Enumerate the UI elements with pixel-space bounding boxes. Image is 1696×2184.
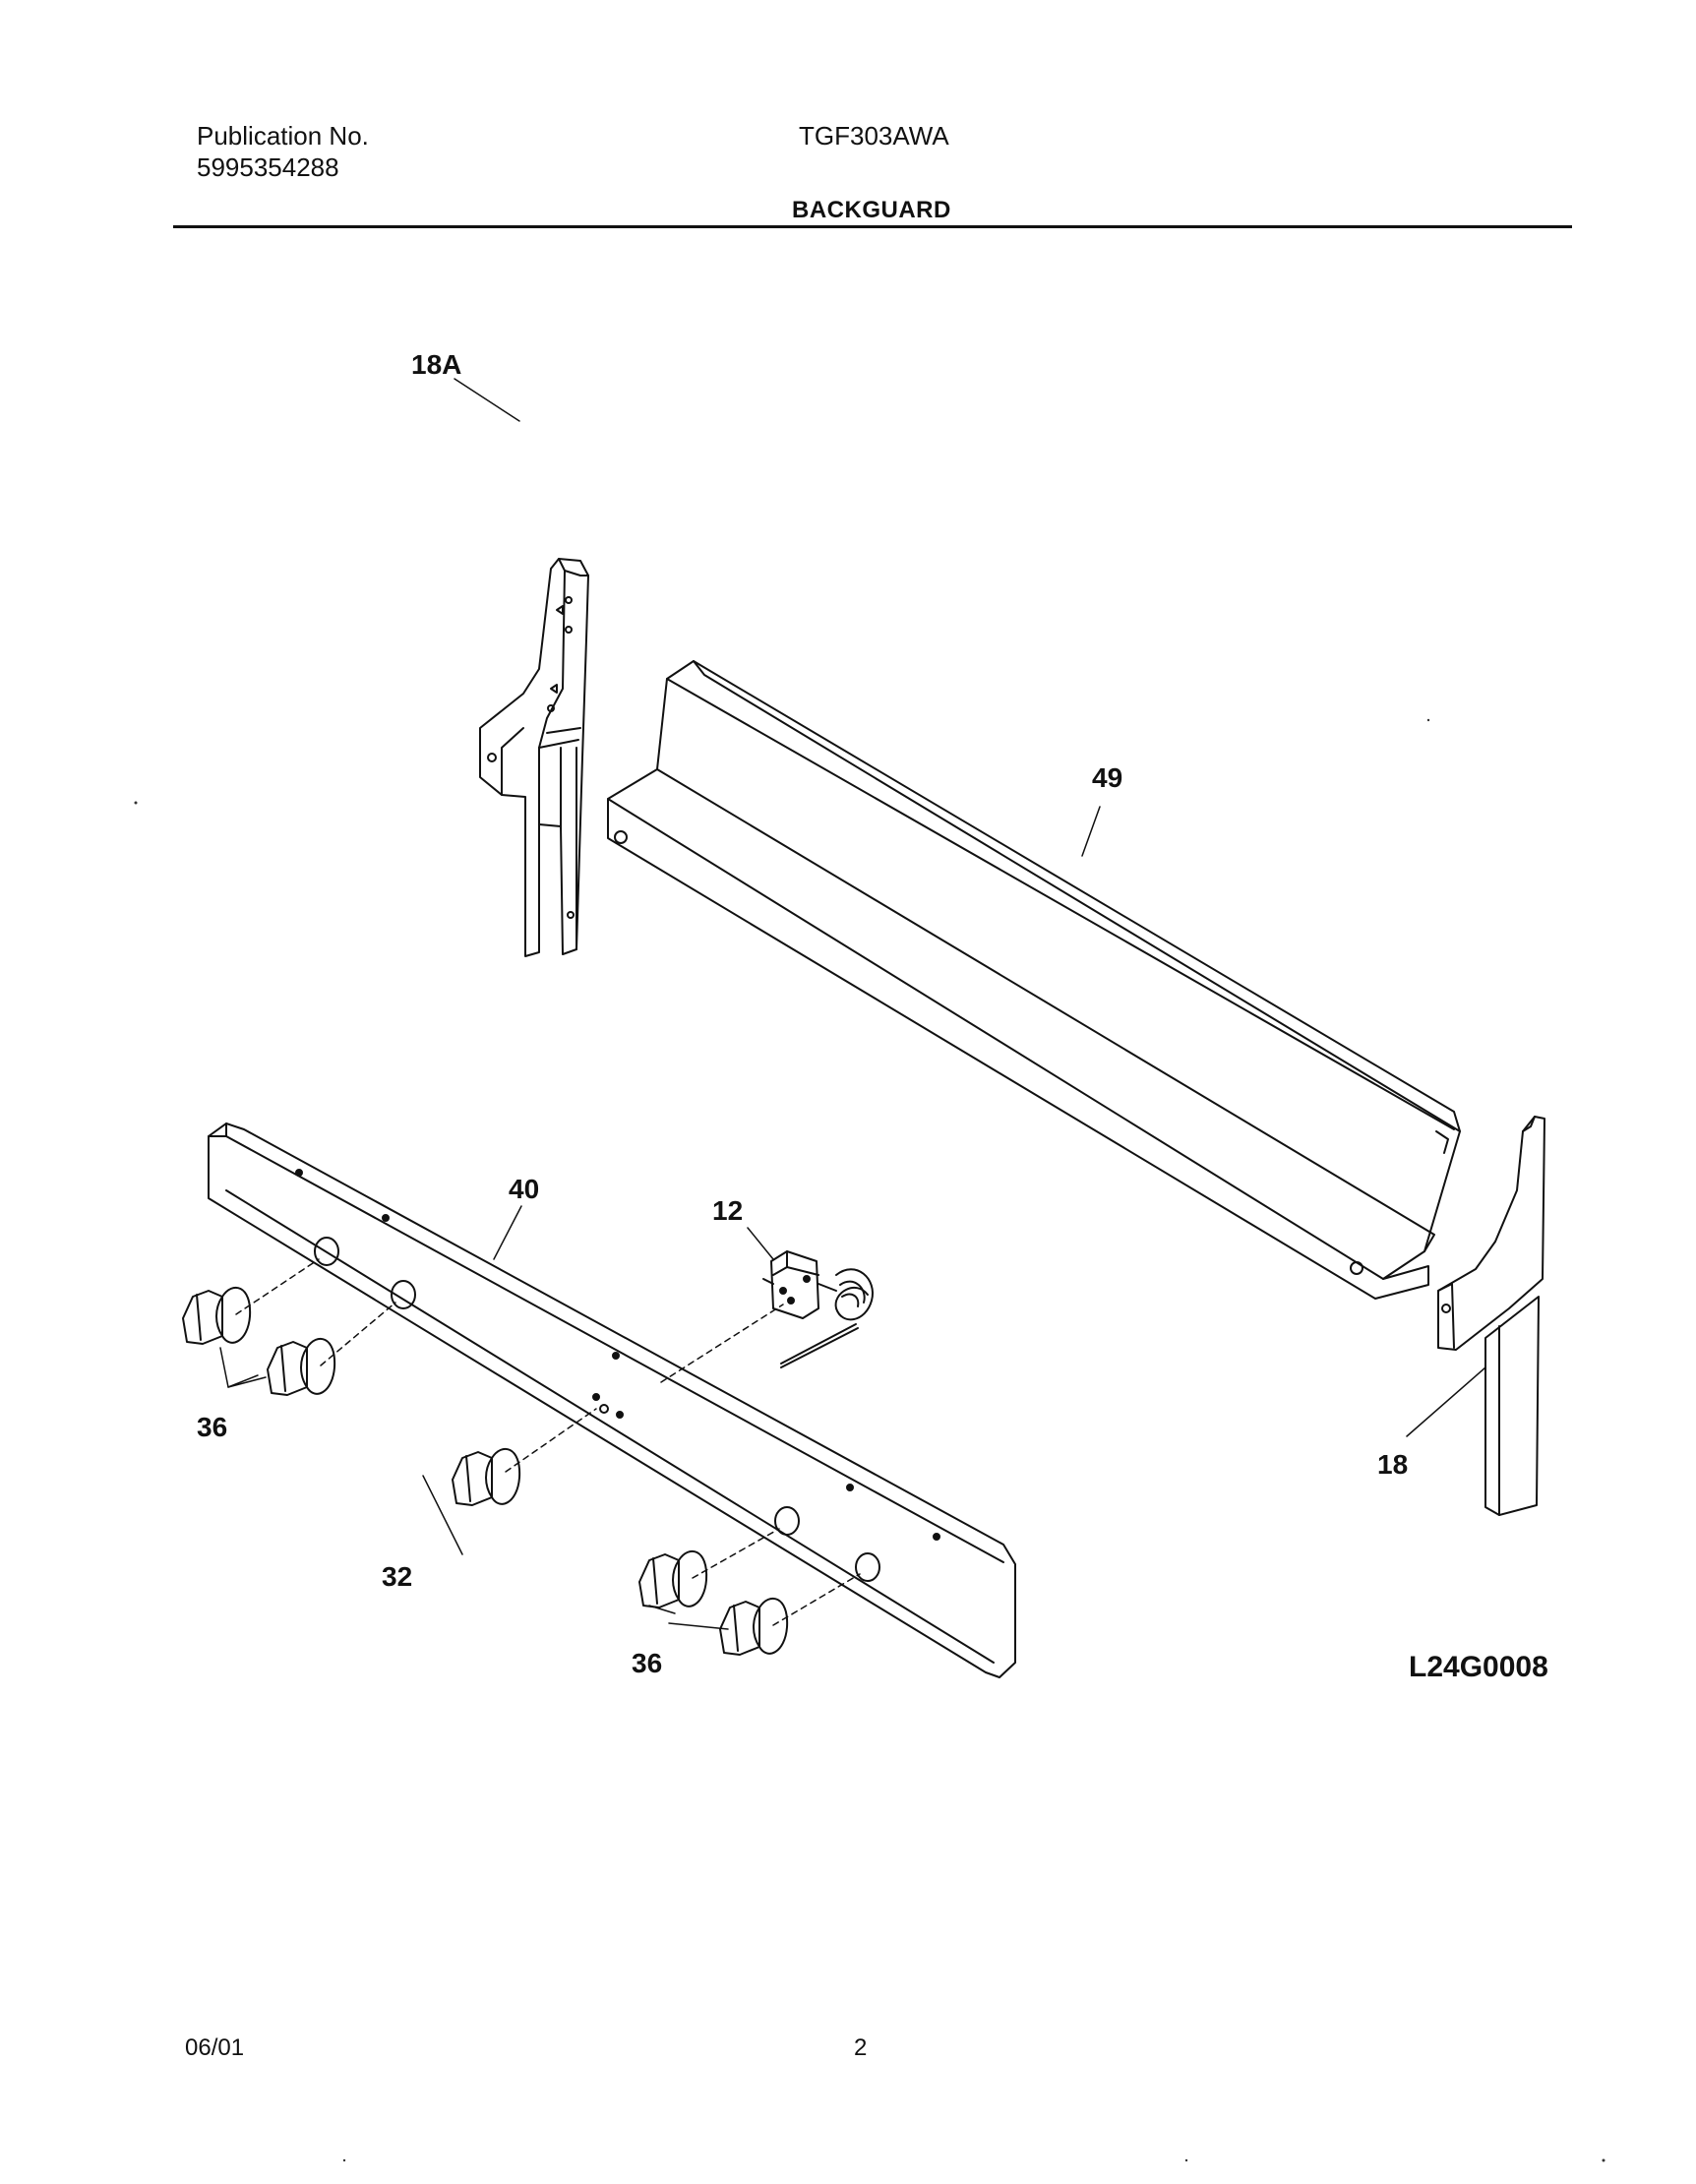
label-40: 40 [509, 1174, 539, 1204]
knob-36-lower-left [267, 1337, 336, 1396]
knob-32-center [452, 1447, 521, 1506]
leader-lines [219, 378, 1486, 1630]
model-number: TGF303AWA [799, 121, 949, 151]
right-end-cap-part [1437, 1116, 1545, 1516]
scan-specks [134, 718, 1605, 2162]
footer-page-number: 2 [854, 2034, 868, 2061]
footer-date: 06/01 [185, 2034, 245, 2061]
publication-label: Publication No. [197, 121, 369, 151]
knob-36-upper-left [182, 1286, 252, 1345]
publication-number: 5995354288 [197, 152, 339, 182]
knob-36-lower-right [719, 1597, 789, 1656]
label-36-right: 36 [632, 1648, 662, 1678]
figure-code: L24G0008 [1409, 1651, 1548, 1683]
label-49: 49 [1092, 762, 1122, 793]
thermostat-switch-part [762, 1250, 874, 1368]
label-18: 18 [1377, 1449, 1408, 1480]
control-panel-part [208, 1122, 1016, 1678]
label-32: 32 [382, 1561, 412, 1592]
label-18a: 18A [411, 349, 461, 380]
header-rule [173, 225, 1572, 228]
label-36-left: 36 [197, 1412, 227, 1442]
section-title: BACKGUARD [792, 197, 951, 223]
backguard-panel-part [607, 660, 1461, 1300]
label-12: 12 [712, 1195, 743, 1226]
left-bracket-part [479, 558, 589, 957]
knob-36-upper-right [638, 1549, 708, 1608]
alignment-lines [235, 1258, 861, 1626]
